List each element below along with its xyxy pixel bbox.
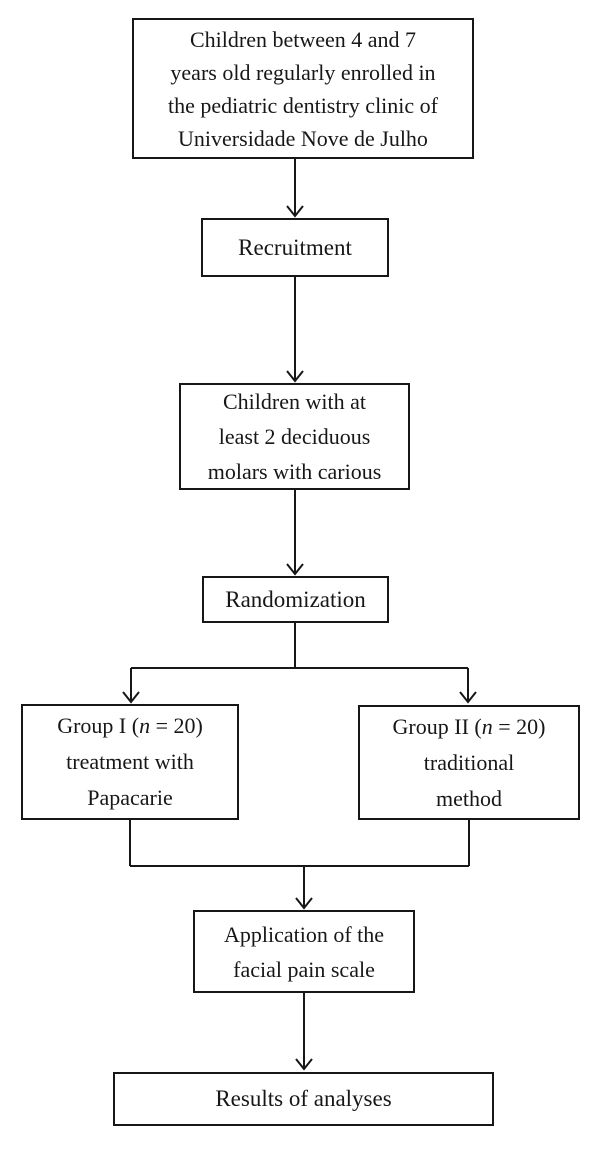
node-group-1: Group I (n = 20) treatment with Papacari… xyxy=(21,704,239,820)
node-recruitment: Recruitment xyxy=(201,218,389,277)
node-eligibility-line: least 2 deciduous xyxy=(218,424,371,449)
italic-n: n xyxy=(139,713,151,738)
arrow-eligibility-to-randomization xyxy=(286,490,304,576)
node-population-line: the pediatric dentistry clinic of xyxy=(167,92,438,118)
split-randomization-to-groups xyxy=(122,623,477,704)
node-group-2: Group II (n = 20) traditional method xyxy=(358,705,580,820)
node-recruitment-label: Recruitment xyxy=(238,234,352,260)
arrow-pain-scale-to-results xyxy=(295,993,313,1071)
node-group-1-line: Papacarie xyxy=(87,785,173,810)
node-eligibility-line: molars with carious xyxy=(207,459,382,484)
node-population-line: years old regularly enrolled in xyxy=(170,59,436,85)
italic-n: n xyxy=(481,713,493,739)
node-eligibility-line: Children with at xyxy=(223,389,366,414)
arrow-recruitment-to-eligibility xyxy=(286,277,304,383)
arrow-population-to-recruitment xyxy=(286,159,304,218)
node-pain-scale-line: facial pain scale xyxy=(233,956,375,982)
node-randomization: Randomization xyxy=(202,576,389,623)
node-group-2-line: method xyxy=(436,785,502,811)
node-group-1-title: Group I (n = 20) xyxy=(57,713,203,738)
node-randomization-label: Randomization xyxy=(225,586,366,612)
node-population: Children between 4 and 7 years old regul… xyxy=(132,18,474,159)
node-results: Results of analyses xyxy=(113,1072,494,1126)
node-eligibility: Children with at least 2 deciduous molar… xyxy=(179,383,410,490)
node-group-2-line: traditional xyxy=(423,749,515,775)
merge-groups-to-pain-scale xyxy=(129,820,470,910)
node-group-2-title: Group II (n = 20) xyxy=(392,713,546,739)
node-pain-scale: Application of the facial pain scale xyxy=(193,910,415,993)
node-population-line: Universidade Nove de Julho xyxy=(178,125,428,151)
node-results-label: Results of analyses xyxy=(215,1086,392,1111)
node-pain-scale-line: Application of the xyxy=(223,921,385,947)
node-population-line: Children between 4 and 7 xyxy=(189,26,417,52)
node-group-1-line: treatment with xyxy=(66,749,194,774)
